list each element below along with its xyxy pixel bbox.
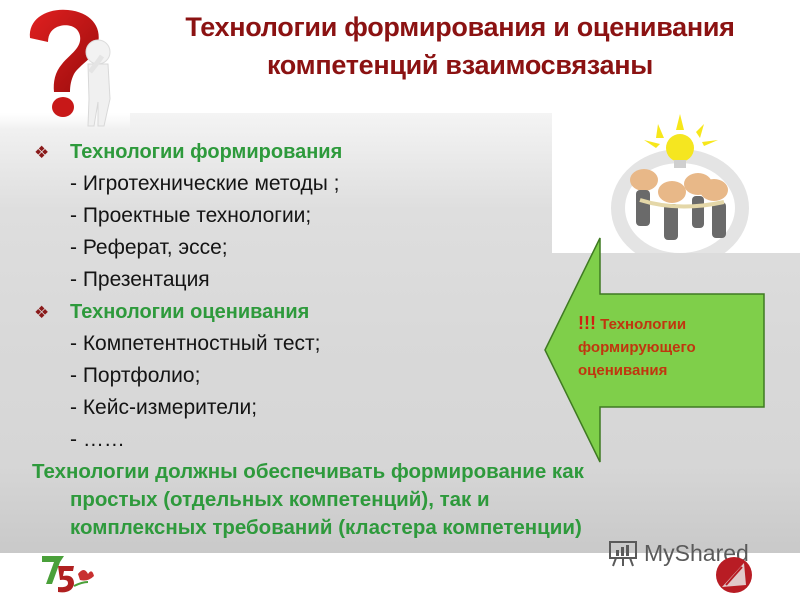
teamwork-image: [552, 108, 800, 267]
section-heading-formation: ❖ Технологии формирования: [34, 138, 342, 167]
callout-text: !!! Технологии формирующего оценивания: [578, 312, 758, 382]
callout-line-1: Технологии: [600, 316, 687, 333]
conclusion-text: Технологии должны обеспечивать формирова…: [32, 458, 772, 542]
list-item: - Компетентностный тест;: [70, 332, 321, 355]
callout-line-3: оценивания: [578, 362, 668, 379]
presentation-icon: [609, 541, 637, 567]
conclusion-line-1: Технологии должны обеспечивать формирова…: [32, 460, 584, 483]
list-item: - Кейс-измерители;: [70, 396, 258, 419]
list-item: - Игротехнические методы ;: [70, 172, 340, 195]
heading-text: Технологии оценивания: [70, 301, 310, 323]
left-arrow-shape: [544, 237, 765, 463]
conclusion-line-2: простых (отдельных компетенций), так и: [70, 488, 490, 511]
title-line-1: Технологии формирования и оценивания: [185, 12, 735, 42]
institute-badge-icon: [716, 557, 752, 593]
callout-line-2: формирующего: [578, 339, 696, 356]
slide-title: Технологии формирования и оценивания ком…: [120, 8, 800, 84]
conclusion-line-3: комплексных требований (кластера компете…: [70, 516, 582, 539]
list-item: - Портфолио;: [70, 364, 201, 387]
anniversary-logo-icon: [42, 556, 94, 593]
heading-text: Технологии формирования: [70, 141, 343, 163]
list-item: - ……: [70, 428, 125, 451]
title-line-2: компетенций взаимосвязаны: [266, 50, 654, 80]
question-mark-icon: [29, 9, 111, 127]
teamwork-lightbulb-icon: [611, 114, 749, 267]
list-item: - Реферат, эссе;: [70, 236, 228, 259]
diamond-bullet-icon: ❖: [34, 143, 50, 162]
exclamation-mark: !!!: [578, 313, 596, 333]
section-heading-assessment: ❖ Технологии оценивания: [34, 298, 309, 327]
list-item: - Проектные технологии;: [70, 204, 312, 227]
list-item: - Презентация: [70, 268, 210, 291]
diamond-bullet-icon: ❖: [34, 303, 50, 322]
